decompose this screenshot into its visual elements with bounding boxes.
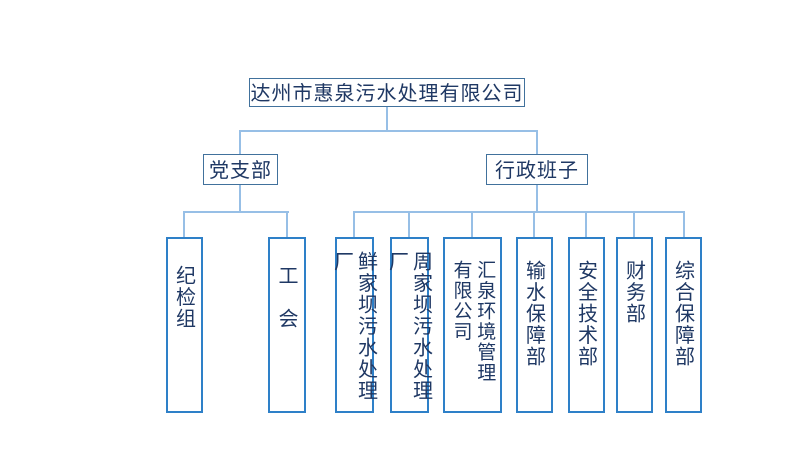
org-box-label: 达州市惠泉污水处理有限公司	[250, 80, 524, 105]
connector-line	[536, 130, 538, 154]
org-box-party-branch: 党支部	[203, 154, 278, 185]
org-box-admin-team: 行政班子	[486, 154, 588, 185]
org-box-safety-tech-dept: 安全技术部	[568, 237, 605, 413]
org-box-label: 行政班子	[495, 157, 579, 182]
org-box-label: 财务部	[622, 260, 647, 325]
connector-line	[533, 211, 535, 237]
connector-line	[633, 211, 635, 237]
org-box-discipline-inspection: 纪检组	[166, 237, 203, 413]
org-box-label: 输水保障部	[522, 260, 547, 368]
org-box-label: 党支部	[209, 157, 272, 182]
connector-line	[353, 211, 355, 237]
connector-line	[536, 185, 538, 213]
org-box-label: 纪检组	[172, 265, 197, 330]
org-box-company-root: 达州市惠泉污水处理有限公司	[249, 78, 525, 107]
org-box-zhoujiaba-plant: 周家坝污水处理厂	[386, 237, 434, 413]
connector-line	[408, 211, 410, 237]
org-box-huiquan-company: 汇泉环境管理有限公司	[443, 237, 502, 413]
connector-line	[585, 211, 587, 237]
connector-line	[353, 211, 685, 213]
org-box-label: 汇泉环境管理有限公司	[450, 260, 497, 383]
org-box-xianjiaba-plant: 鲜家坝污水处理厂	[331, 237, 379, 413]
connector-line	[471, 211, 473, 237]
connector-line	[286, 211, 288, 237]
org-box-finance-dept: 财务部	[616, 237, 653, 413]
connector-line	[183, 211, 185, 237]
org-box-label: 安全技术部	[574, 260, 599, 368]
org-box-label: 综合保障部	[671, 260, 696, 368]
org-box-water-supply-dept: 输水保障部	[516, 237, 553, 413]
org-box-label: 周家坝污水处理厂	[385, 251, 434, 402]
connector-line	[239, 185, 241, 213]
org-box-label: 工 会	[275, 265, 299, 330]
org-box-general-support-dept: 综合保障部	[665, 237, 702, 413]
connector-line	[239, 130, 241, 154]
connector-line	[683, 211, 685, 237]
connector-line	[183, 211, 289, 213]
org-box-label: 鲜家坝污水处理厂	[330, 251, 379, 402]
connector-line	[239, 130, 538, 132]
org-box-labor-union: 工 会	[268, 237, 306, 413]
connector-line	[386, 107, 388, 132]
